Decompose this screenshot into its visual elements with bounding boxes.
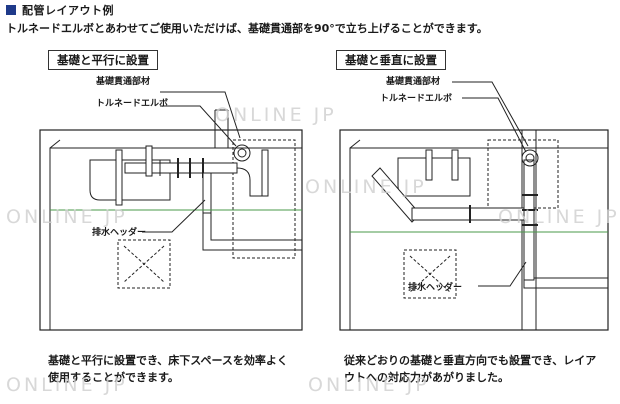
watermark: ONLINE JP xyxy=(305,176,427,198)
diagram-perpendicular xyxy=(339,81,609,331)
watermark: ONLINE JP xyxy=(308,374,430,396)
watermark: ONLINE JP xyxy=(498,206,620,228)
panel-title-perpendicular: 基礎と垂直に設置 xyxy=(336,50,446,70)
vertical-header-right xyxy=(523,159,535,281)
foundation-outline-right xyxy=(339,129,609,331)
label-drain-header-right: 排水ヘッダー xyxy=(408,283,463,293)
diagram-parallel xyxy=(39,91,303,331)
inspection-square-left xyxy=(117,239,171,289)
label-drain-header-left: 排水ヘッダー xyxy=(92,228,147,238)
tub-shape-left xyxy=(89,159,171,201)
caption-perpendicular: 従来どおりの基礎と垂直方向でも設置でき、レイアウトへの対応力があがりました。 xyxy=(344,354,597,384)
tornado-elbow-right xyxy=(521,149,539,167)
floor-outline-right xyxy=(349,147,609,331)
intro-text: トルネードエルボとあわせてご使用いただけば、基礎貫通部を90°で立ち上げることが… xyxy=(6,22,488,35)
fixture-dashed-left xyxy=(232,139,296,259)
main-pipe-left xyxy=(124,162,238,174)
section-header: 配管レイアウト例 xyxy=(6,3,114,17)
tornado-elbow-left xyxy=(233,144,251,162)
label-foundation-penetration-left: 基礎貫通部材 xyxy=(96,77,151,87)
watermark: ONLINE JP xyxy=(6,374,128,396)
label-tornado-elbow-left: トルネードエルボ xyxy=(96,99,169,109)
label-tornado-elbow-right: トルネードエルボ xyxy=(380,94,453,104)
section-title: 配管レイアウト例 xyxy=(22,4,114,17)
inspection-square-right xyxy=(403,249,457,299)
watermark: ONLINE JP xyxy=(215,104,337,126)
fixture-dashed-right xyxy=(487,139,559,209)
floor-outline-left xyxy=(49,147,303,331)
header-square-icon xyxy=(6,5,16,15)
watermark: ONLINE JP xyxy=(6,206,128,228)
panel-title-parallel: 基礎と平行に設置 xyxy=(48,50,158,70)
label-foundation-penetration-right: 基礎貫通部材 xyxy=(386,77,441,87)
caption-parallel: 基礎と平行に設置でき、床下スペースを効率よく使用することができます。 xyxy=(48,354,288,384)
